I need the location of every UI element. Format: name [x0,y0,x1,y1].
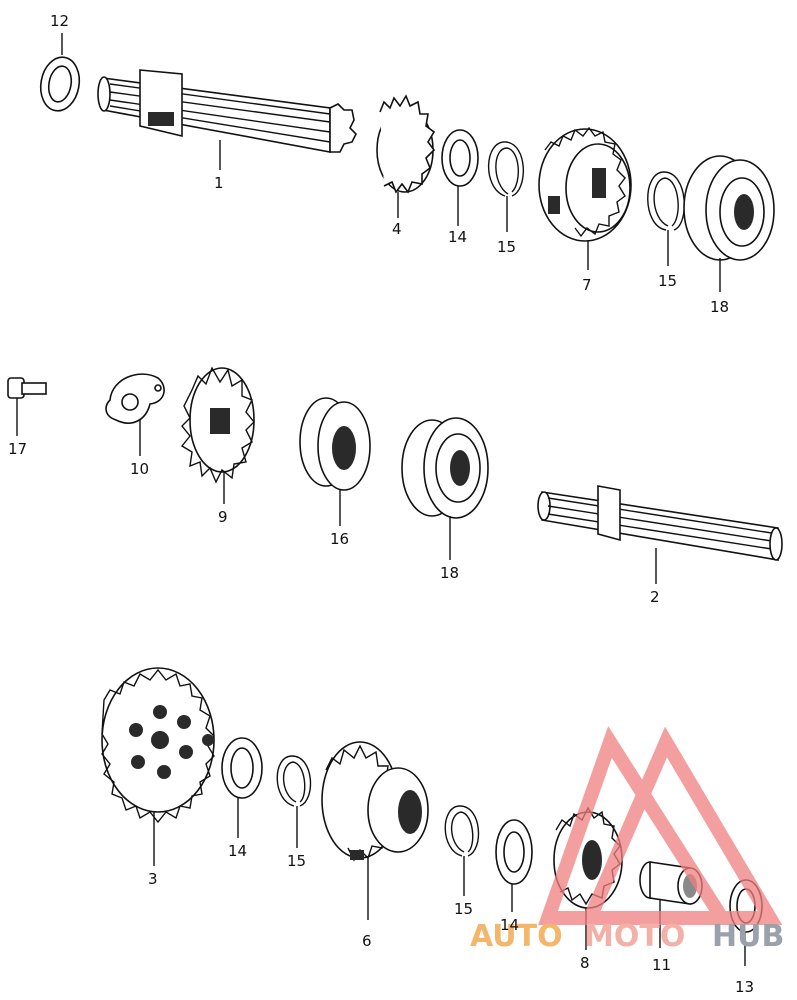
part-17-bolt [7,377,47,399]
label-14-a: 14 [448,228,467,246]
part-18-bearing-a [683,155,775,261]
part-15-circlip-d [444,805,480,857]
label-15-b: 15 [658,272,677,290]
label-14-b: 14 [228,842,247,860]
label-15-c: 15 [287,852,306,870]
label-9: 9 [218,508,228,526]
label-15-d: 15 [454,900,473,918]
label-12: 12 [50,12,69,30]
part-16-oil-seal [299,397,371,491]
part-9-sprocket [180,366,255,484]
label-7: 7 [582,276,592,294]
label-6: 6 [362,932,372,950]
part-2-counter-shaft [537,485,783,561]
label-3: 3 [148,870,158,888]
part-1-main-shaft [97,69,357,153]
part-14-lock-washer-b [221,737,263,799]
label-11: 11 [652,956,671,974]
part-15-circlip-b [647,171,686,231]
part-15-circlip-a [487,141,524,197]
part-14-lock-washer-c [495,819,533,885]
label-13: 13 [735,978,754,996]
part-4-gear [376,94,436,194]
part-14-lock-washer-a [441,129,479,187]
part-12-thrust-washer [39,56,81,112]
label-8: 8 [580,954,590,972]
part-6-gear [321,741,429,862]
label-14-c: 14 [500,916,519,934]
label-18-a: 18 [710,298,729,316]
label-10: 10 [130,460,149,478]
part-18-bearing-b [401,417,489,519]
label-16: 16 [330,530,349,548]
label-2: 2 [650,588,660,606]
watermark-moto: MOTO [584,919,685,954]
watermark-auto: AUTO [470,919,563,954]
part-10-lock-plate [105,373,165,424]
label-1: 1 [214,174,224,192]
watermark-hub: HUB [712,919,784,954]
watermark-logo [538,726,783,925]
part-3-large-gear [101,667,215,824]
part-15-circlip-c [276,755,312,807]
label-18-b: 18 [440,564,459,582]
label-15-a: 15 [497,238,516,256]
part-7-gear [538,126,632,242]
label-17: 17 [8,440,27,458]
label-4: 4 [392,220,402,238]
